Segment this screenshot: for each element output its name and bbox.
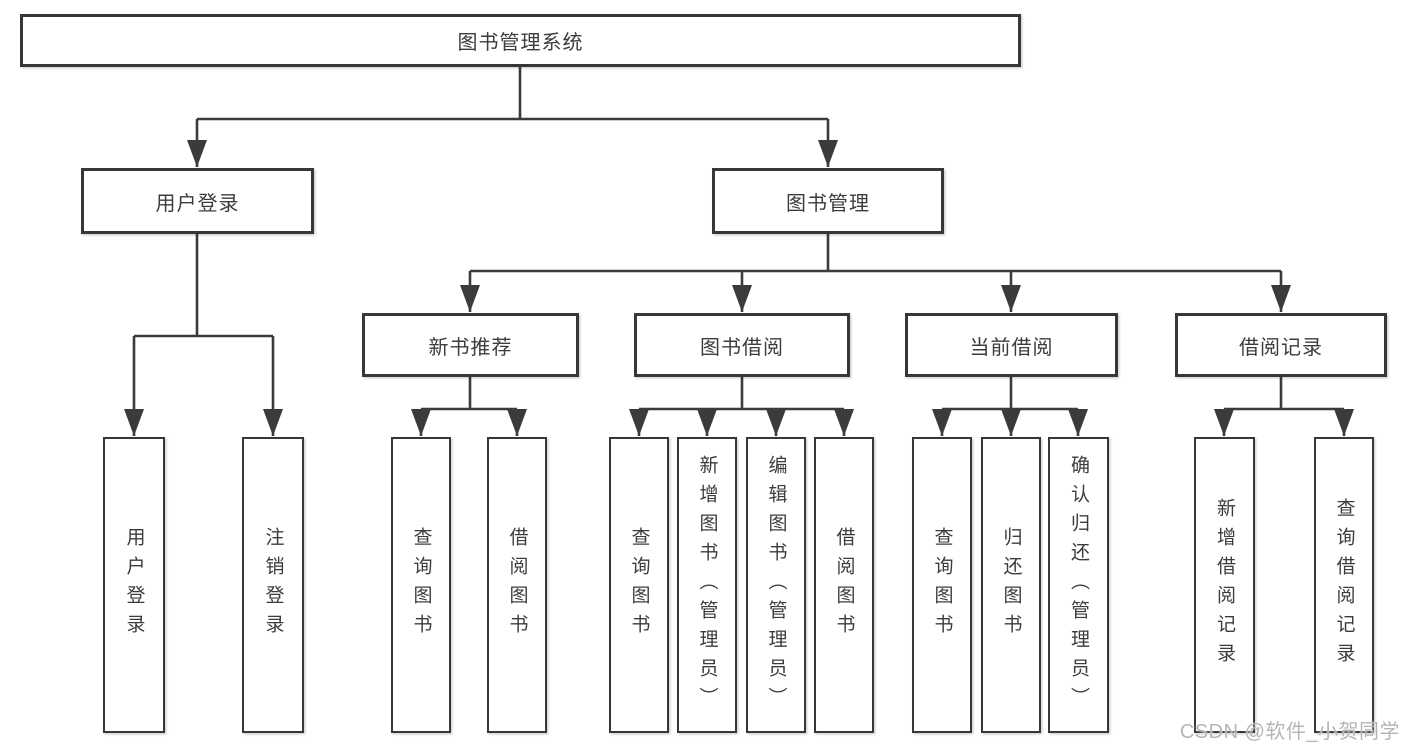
leaf-return-books: 归还图书 bbox=[981, 437, 1041, 733]
leaf-user-login: 用户登录 bbox=[103, 437, 165, 733]
csdn-watermark: CSDN @软件_小贺同学 bbox=[1179, 721, 1400, 743]
connector-skeleton bbox=[134, 67, 1344, 411]
leaf-query-borrow-record: 查询借阅记录 bbox=[1314, 437, 1374, 733]
connector-arrows bbox=[124, 119, 1354, 436]
node-library-management-system: 图书管理系统 bbox=[20, 14, 1021, 67]
leaf-confirm-return-admin: 确认归还（管理员） bbox=[1048, 437, 1109, 733]
leaf-query-books-borrow: 查询图书 bbox=[609, 437, 669, 733]
leaf-borrow-books: 借阅图书 bbox=[814, 437, 874, 733]
leaf-logout: 注销登录 bbox=[242, 437, 304, 733]
leaf-add-books-admin: 新增图书（管理员） bbox=[677, 437, 737, 733]
node-new-book-recommendation: 新书推荐 bbox=[362, 313, 579, 377]
node-book-management-branch: 图书管理 bbox=[712, 168, 944, 234]
leaf-edit-books-admin: 编辑图书（管理员） bbox=[746, 437, 806, 733]
node-borrowing-records: 借阅记录 bbox=[1175, 313, 1387, 377]
leaf-borrow-books-recommend: 借阅图书 bbox=[487, 437, 547, 733]
node-user-login-branch: 用户登录 bbox=[81, 168, 314, 234]
node-book-borrowing: 图书借阅 bbox=[634, 313, 850, 377]
leaf-query-books-recommend: 查询图书 bbox=[391, 437, 451, 733]
node-current-borrowing: 当前借阅 bbox=[905, 313, 1118, 377]
leaf-add-borrow-record: 新增借阅记录 bbox=[1194, 437, 1255, 733]
leaf-query-books-current: 查询图书 bbox=[912, 437, 972, 733]
